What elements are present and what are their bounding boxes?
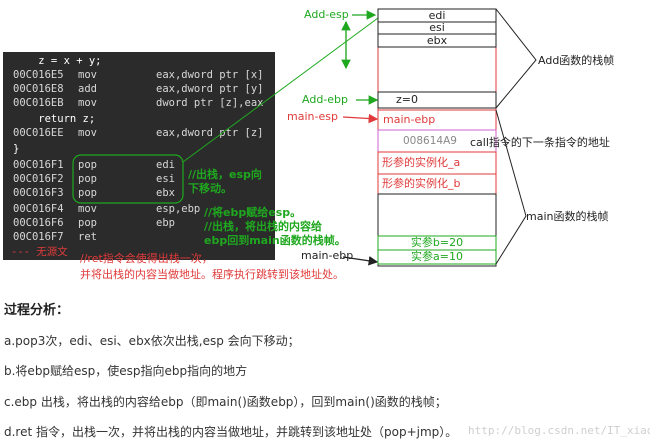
code-address: 00C016F1	[13, 159, 64, 171]
code-mnemonic: pop	[78, 159, 97, 171]
code-operand: edi	[156, 159, 175, 171]
main-ebp-label: main-ebp	[301, 249, 354, 262]
code-address: 00C016E5	[13, 69, 64, 81]
main-esp-arrow	[342, 113, 379, 124]
code-operand: esp,ebp	[156, 203, 201, 215]
code-source-line: return z;	[13, 113, 96, 125]
call-next-label: call指令的下一条指令的地址	[470, 136, 610, 149]
diagram-frame: z = x + y; 00C016E5 mov eax,dword ptr [x…	[3, 8, 615, 281]
code-address: 00C016F2	[13, 173, 64, 185]
stack-param-a-text: 形参的实例化_a	[382, 156, 461, 169]
ret-note-line2: 并将出栈的内容当做地址。程序执行跳转到该地址处。	[80, 268, 344, 281]
add-esp-label: Add-esp	[304, 8, 349, 21]
code-operand: eax,dword ptr [z]	[156, 127, 264, 139]
code-mnemonic: add	[78, 83, 97, 95]
code-mnemonic: pop	[78, 187, 97, 199]
mov-note: //将ebp赋给esp。	[204, 206, 302, 219]
stack-main-ebp-text: main-ebp	[383, 113, 436, 126]
stack-ebx-text: ebx	[426, 34, 448, 47]
pop-block-highlight	[72, 154, 184, 204]
ret-note-line1: //ret指令会使得出栈一次，	[80, 252, 213, 265]
code-address: 00C016F7	[13, 231, 64, 243]
stack-param-b-text: 形参的实例化_b	[382, 177, 461, 190]
assembly-code-panel: z = x + y; 00C016E5 mov eax,dword ptr [x…	[3, 52, 275, 260]
add-frame-bracket	[495, 8, 537, 109]
stack-diagram-svg	[72, 8, 537, 267]
pop-note-line2: 下移动。	[188, 182, 232, 195]
analysis-title: 过程分析：	[4, 303, 70, 318]
code-source-line: z = x + y;	[13, 55, 102, 67]
stack-var-b-text: 实参b=20	[410, 236, 464, 249]
analysis-step-a: a.pop3次，edi、esi、ebx依次出栈,esp 会向下移动；	[4, 334, 300, 348]
stack-cell-ebx	[377, 33, 497, 48]
pop-ebp-note-line1: //出栈，将出栈的内容给	[204, 220, 323, 233]
stack-ret-addr-text: 008614A9	[403, 135, 457, 147]
pop-ebp-note-line2: ebp回到main函数的栈帧。	[204, 234, 346, 247]
analysis-step-c: c.ebp 出栈，将出栈的内容给ebp（即main()函数ebp），回到main…	[4, 395, 447, 409]
code-operand: eax,dword ptr [y]	[156, 83, 264, 95]
pop-note-line1: //出栈，esp向	[188, 168, 262, 181]
code-address: 00C016F3	[13, 187, 64, 199]
code-address: 00C016EE	[13, 127, 64, 139]
main-frame-bracket	[495, 109, 527, 265]
stack-z-text: z=0	[396, 93, 418, 106]
stack-cell-z	[377, 91, 497, 109]
code-operand: esi	[156, 173, 175, 185]
code-operand: eax,dword ptr [x]	[156, 69, 264, 81]
code-mnemonic: pop	[78, 217, 97, 229]
add-frame-label: Add函数的栈帧	[538, 54, 615, 67]
stack-edi-text: edi	[428, 9, 446, 22]
code-mnemonic: mov	[78, 203, 97, 215]
analysis-step-b: b.将ebp赋给esp，使esp指向ebp指向的地方	[4, 364, 248, 378]
code-operand: ebp	[156, 217, 175, 229]
code-mnemonic: pop	[78, 173, 97, 185]
main-frame-box	[377, 193, 497, 267]
code-address: 00C016EB	[13, 97, 64, 109]
main-ebp-arrow	[342, 256, 379, 266]
stack-var-a-text: 实参a=10	[411, 250, 463, 263]
code-address: 00C016E8	[13, 83, 64, 95]
code-address: 00C016F6	[13, 217, 64, 229]
code-source-line: }	[13, 143, 20, 155]
code-operand: ebx	[156, 187, 175, 199]
pop-to-stack-connector	[182, 17, 379, 163]
code-mnemonic: mov	[78, 69, 97, 81]
analysis-step-d: d.ret 指令，出栈一次，并将出栈的内容当做地址，并跳转到该地址处（pop+j…	[4, 425, 458, 439]
code-mnemonic: mov	[78, 127, 97, 139]
code-operand: dword ptr [z],eax	[156, 97, 264, 109]
code-mnemonic: ret	[78, 231, 97, 243]
add-ebp-label: Add-ebp	[302, 93, 348, 106]
watermark: http://blog.csdn.net/IT_xiaoye	[468, 424, 650, 437]
stack-cell-var-a	[377, 249, 497, 265]
main-esp-label: main-esp	[287, 110, 338, 123]
stack-esi-text: esi	[429, 21, 445, 34]
no-source-label: --- 无源文	[11, 246, 68, 258]
code-mnemonic: mov	[78, 97, 97, 109]
main-frame-label: main函数的栈帧	[526, 210, 609, 223]
code-address: 00C016F4	[13, 203, 64, 215]
